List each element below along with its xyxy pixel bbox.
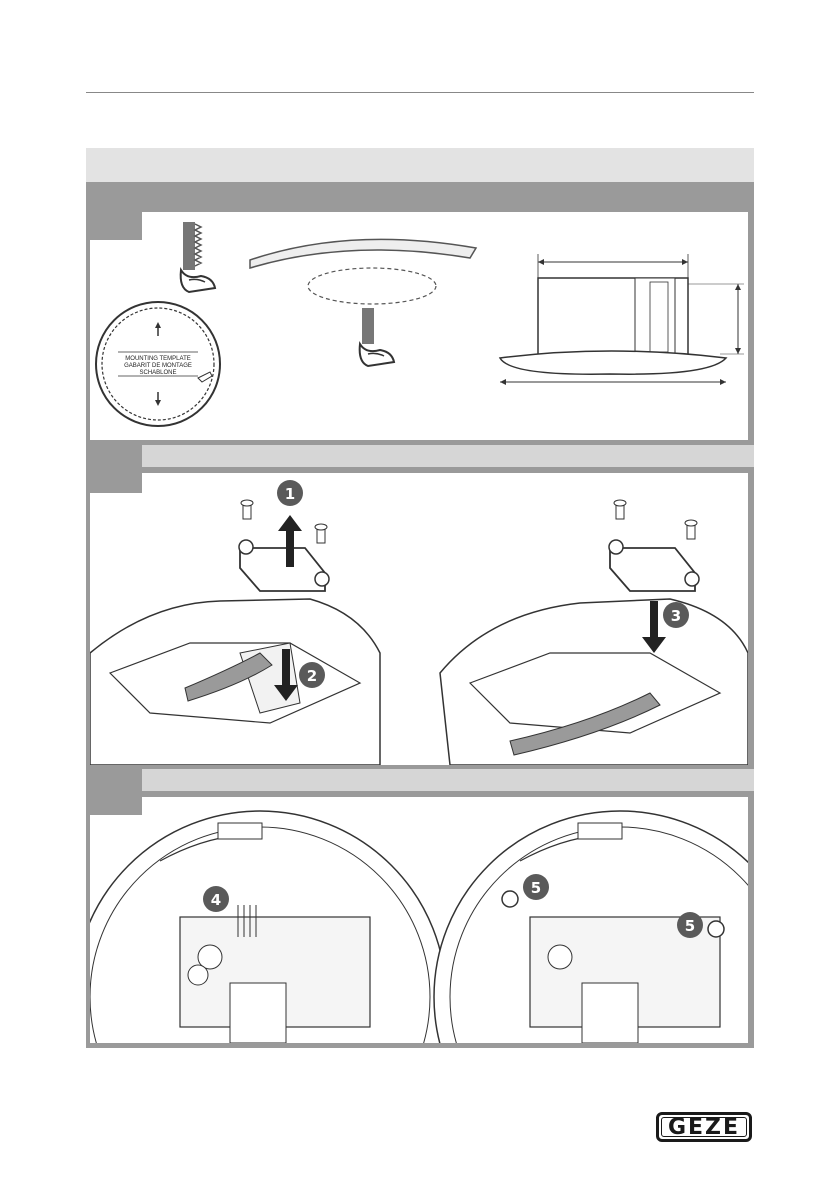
callout-4: 4 [211,891,221,909]
callout-5a: 5 [531,879,541,897]
callout-1: 1 [285,485,295,503]
step2-illustration: 1 2 3 [90,473,748,765]
logo-text: GEZE [668,1115,740,1140]
screw-icon [315,524,327,543]
screw-icon [614,500,626,519]
left-device: 4 [90,811,446,1043]
step3-panel: 4 5 5 [90,797,748,1043]
left-assembly: 1 2 [90,480,380,765]
step2-panel: 1 2 3 [90,473,748,765]
callout-5b: 5 [685,917,695,935]
template-line1: MOUNTING TEMPLATE [125,356,190,362]
screw-icon [708,921,724,937]
callout-3: 3 [671,607,681,625]
geze-logo: GEZE [656,1112,752,1142]
screw-icon [502,891,518,907]
step2-title-bar [142,445,754,467]
top-rule [86,92,754,93]
screw-icon [241,500,253,519]
screw-icon [685,520,697,539]
step3-illustration: 4 5 5 [90,797,748,1043]
callout-2: 2 [307,667,317,685]
step1-title-bar [142,182,754,212]
template-line3: SCHABLONE [139,370,176,376]
template-line2: GABARIT DE MONTAGE [124,363,192,369]
right-device: 5 5 [434,811,748,1043]
mounting-template: MOUNTING TEMPLATE GABARIT DE MONTAGE SCH… [96,302,220,426]
header-band [86,148,754,182]
step3-title-bar [142,769,754,791]
right-assembly: 3 [440,500,748,765]
step1-illustration: MOUNTING TEMPLATE GABARIT DE MONTAGE SCH… [90,212,748,440]
device-dimension-drawing [500,254,744,385]
step1-panel: MOUNTING TEMPLATE GABARIT DE MONTAGE SCH… [90,212,748,440]
saw-icon [181,222,215,292]
saw-icon-2 [360,308,394,366]
